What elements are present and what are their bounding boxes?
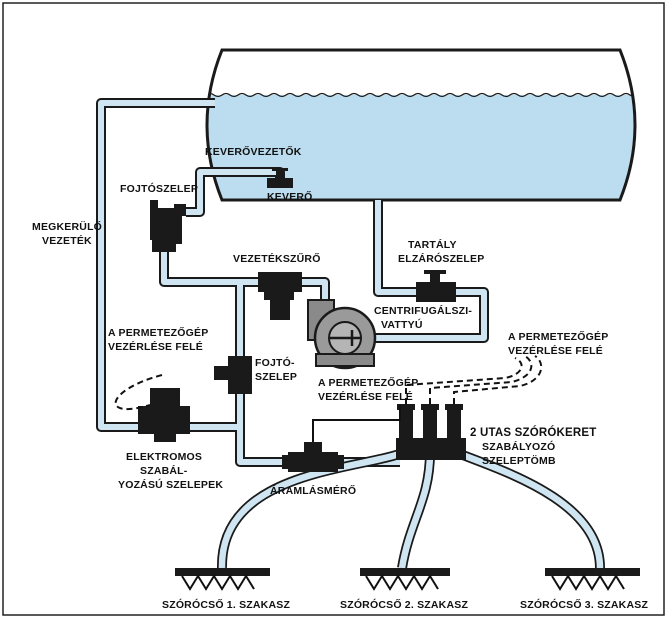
label-bypass-line-1: MEGKERÜLŐ — [32, 220, 102, 233]
label-to-control-left-1: A PERMETEZŐGÉP — [108, 326, 208, 339]
boom-hoses — [216, 447, 605, 569]
wire-left-dashed — [114, 374, 163, 411]
label-elec-valves-1: ELEKTROMOS — [126, 451, 202, 463]
throttle-valve-top — [150, 200, 186, 252]
label-bypass-line-2: VEZETÉK — [42, 234, 92, 247]
label-elec-valves-3: YOZÁSÚ SZELEPEK — [118, 478, 223, 491]
pipes — [96, 98, 489, 467]
label-to-control-right-2: VEZÉRLÉSE FELÉ — [508, 344, 603, 357]
line-filter — [258, 272, 302, 320]
label-throttle2-2: SZELEP — [255, 371, 297, 383]
label-mixer-lines: KEVERŐVEZETŐK — [205, 145, 302, 158]
label-boom-2: SZÓRÓCSŐ 2. SZAKASZ — [340, 598, 468, 611]
wire-flowmeter — [312, 405, 401, 442]
label-pump-2: VATTYÚ — [381, 318, 423, 331]
label-tank-valve-1: TARTÁLY — [408, 238, 457, 251]
label-boom-1: SZÓRÓCSŐ 1. SZAKASZ — [162, 598, 290, 611]
liquid-surface — [207, 92, 635, 98]
flow-meter — [282, 442, 344, 472]
control-wires — [114, 355, 543, 442]
label-to-control-mid-2: VEZÉRLÉSE FELÉ — [318, 390, 413, 403]
label-manifold-1: 2 UTAS SZÓRÓKERET — [470, 426, 597, 439]
wire-manifold-2 — [429, 355, 533, 404]
label-tank-valve-2: ELZÁRÓSZELEP — [398, 252, 484, 265]
manifold-valve-block — [396, 404, 466, 460]
label-to-control-left-2: VEZÉRLÉSE FELÉ — [108, 340, 203, 353]
label-manifold-3: SZELEPTÖMB — [482, 454, 556, 467]
label-flowmeter: ÁRAMLÁSMÉRŐ — [270, 484, 356, 497]
boom-section-3 — [545, 568, 640, 591]
label-line-filter: VEZETÉKSZŰRŐ — [233, 252, 321, 265]
tank-shutoff-valve — [416, 270, 456, 302]
label-to-control-right-1: A PERMETEZŐGÉP — [508, 330, 608, 343]
throttle-valve-lower — [214, 356, 252, 394]
centrifugal-pump — [307, 299, 377, 370]
wire-manifold-1 — [405, 357, 523, 404]
electric-valve — [138, 388, 190, 442]
boom-section-2 — [360, 568, 450, 591]
tank — [205, 48, 637, 202]
label-to-control-mid-1: A PERMETEZŐGÉP — [318, 376, 418, 389]
mixer-valve — [267, 168, 293, 188]
label-manifold-2: SZABÁLYOZÓ — [482, 440, 555, 453]
label-pump-1: CENTRIFUGÁLSZI- — [374, 304, 472, 317]
label-elec-valves-2: SZABÁL- — [140, 464, 188, 477]
label-boom-3: SZÓRÓCSŐ 3. SZAKASZ — [520, 598, 648, 611]
boom-section-1 — [175, 568, 270, 591]
label-throttle-valve: FOJTÓSZELEP — [120, 182, 198, 195]
label-mixer: KEVERŐ — [267, 190, 313, 203]
label-throttle2-1: FOJTÓ- — [255, 356, 295, 369]
